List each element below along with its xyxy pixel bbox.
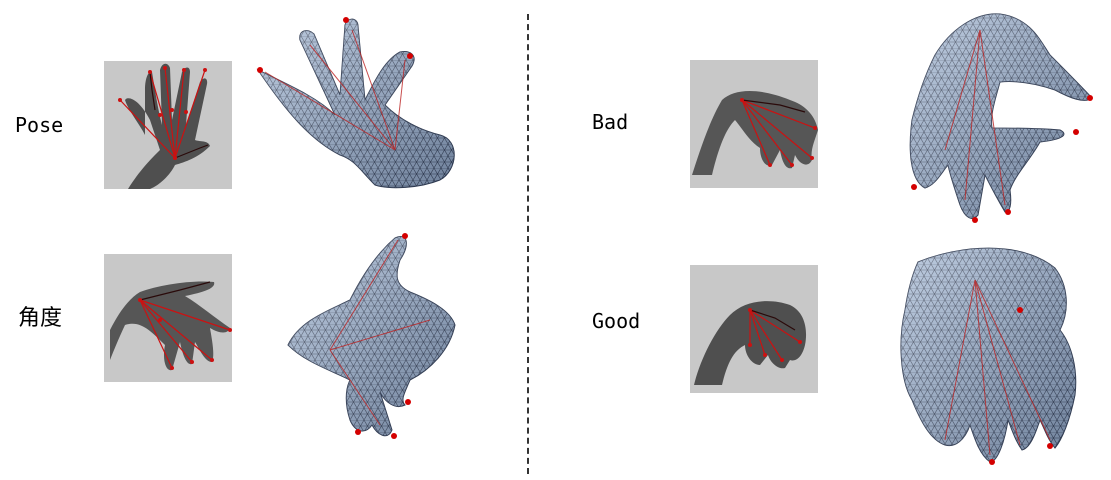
label-pose: Pose: [15, 113, 64, 137]
bad-depth-image: [690, 60, 818, 188]
label-angle: 角度: [18, 306, 63, 331]
label-good: Good: [592, 309, 641, 333]
pose-depth-image: [104, 61, 232, 189]
section-divider: [527, 14, 529, 474]
good-hand-mesh: [900, 247, 1077, 465]
bad-hand-mesh: [909, 13, 1093, 223]
pose-hand-mesh: [256, 17, 455, 189]
angle-depth-image: [104, 254, 232, 382]
label-bad: Bad: [592, 110, 629, 134]
good-depth-image: [690, 265, 818, 393]
angle-hand-mesh: [287, 233, 456, 439]
